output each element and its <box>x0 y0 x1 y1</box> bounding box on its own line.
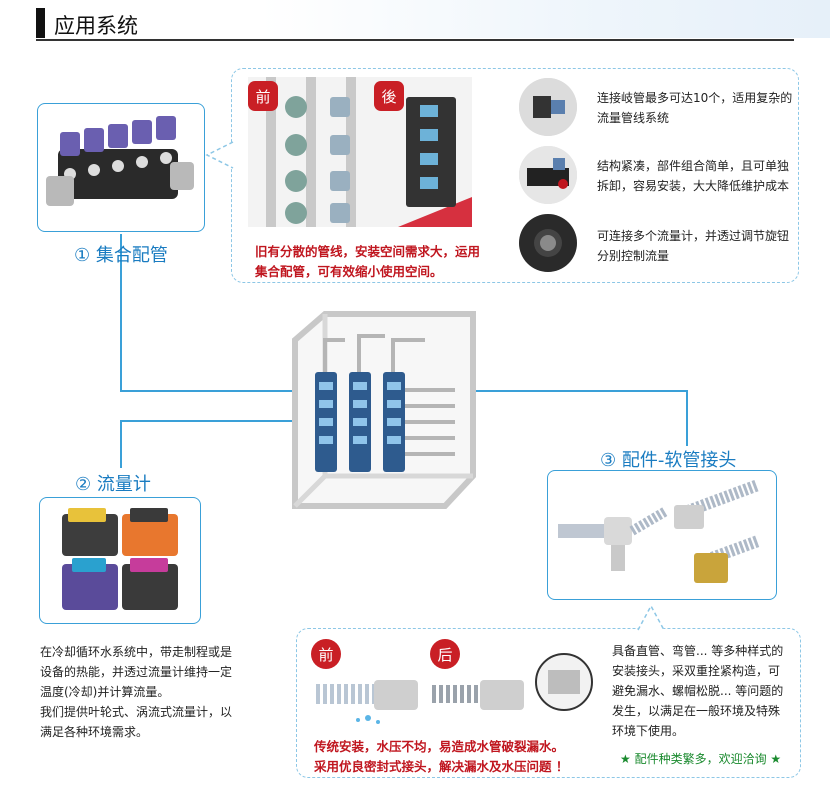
manifold-image <box>46 116 194 206</box>
after-badge: 后 <box>430 639 460 669</box>
feature-photo-assembly <box>519 146 577 204</box>
before-badge: 前 <box>311 639 341 669</box>
fittings-desc-line: 避免漏水、螺帽松脱... 等问题的 <box>612 684 784 698</box>
contact-note: ★ 配件种类繁多，欢迎洽询 ★ <box>620 752 782 766</box>
fittings-caption-line2: 采用优良密封式接头，解决漏水及水压问题 ！ <box>314 759 569 774</box>
connector-line <box>686 390 688 446</box>
fittings-caption: 传统安装，水压不均，易造成水管破裂漏水。 采用优良密封式接头，解决漏水及水压问题… <box>314 737 568 777</box>
flowmeter-desc-line: 在冷却循环水系统中，带走制程或是 <box>40 645 233 659</box>
feature-3-line2: 分别控制流量 <box>597 249 670 263</box>
fittings-desc-line: 环境下使用。 <box>612 724 685 738</box>
feature-1-line2: 流量管线系统 <box>597 111 670 125</box>
manifold-photo-box <box>37 103 205 232</box>
hose-before-after-image <box>308 636 598 726</box>
manifold-caption: 旧有分散的管线，安装空间需求大，运用 集合配管，可有效缩小使用空间。 <box>255 242 480 282</box>
connector-line <box>120 420 460 422</box>
feature-2-line1: 结构紧凑，部件组合简单，且可单独 <box>597 159 790 173</box>
flowmeter-image <box>62 508 178 610</box>
header-divider <box>36 39 794 41</box>
before-after-image <box>248 77 472 227</box>
flowmeter-desc-line: 满足各种环境需求。 <box>40 725 149 739</box>
fittings-desc-line: 具备直管、弯管... 等多种样式的 <box>612 644 784 658</box>
flowmeter-description: 在冷却循环水系统中，带走制程或是 设备的热能，并透过流量计维持一定 温度(冷却)… <box>40 642 232 742</box>
system-rack-image <box>285 300 485 522</box>
feature-text-3: 可连接多个流量计，并透过调节旋钮 分别控制流量 <box>597 226 789 266</box>
manifold-caption-line1: 旧有分散的管线，安装空间需求大，运用 <box>255 244 481 259</box>
header-background <box>260 0 830 38</box>
section-label-flowmeter: ② 流量计 <box>75 474 151 495</box>
page-title: 应用系统 <box>54 14 138 38</box>
section-label-fittings: ③ 配件-软管接头 <box>600 450 737 471</box>
flowmeter-photo-box <box>39 497 201 624</box>
feature-2-line2: 拆卸，容易安装，大大降低维护成本 <box>597 179 790 193</box>
feature-text-1: 连接岐管最多可达10个，适用复杂的 流量管线系统 <box>597 88 792 128</box>
flowmeter-desc-line: 设备的热能，并透过流量计维持一定 <box>40 665 233 679</box>
fittings-image <box>558 479 761 583</box>
callout-pointer <box>637 604 665 631</box>
after-badge: 後 <box>374 81 404 111</box>
flowmeter-desc-line: 温度(冷却)并计算流量。 <box>40 685 170 699</box>
feature-1-line1: 连接岐管最多可达10个，适用复杂的 <box>597 91 793 105</box>
header-bar <box>36 8 45 38</box>
fittings-desc-line: 发生，以满足在一般环境及特殊 <box>612 704 781 718</box>
callout-pointer <box>205 141 234 169</box>
feature-3-line1: 可连接多个流量计，并透过调节旋钮 <box>597 229 790 243</box>
feature-photo-knob <box>519 214 577 272</box>
section-label-manifold: ① 集合配管 <box>74 245 168 266</box>
feature-photo-valve <box>519 78 577 136</box>
fittings-photo-box <box>547 470 777 600</box>
connector-line <box>120 234 122 392</box>
before-badge: 前 <box>248 81 278 111</box>
flowmeter-desc-line: 我们提供叶轮式、涡流式流量计，以 <box>40 705 233 719</box>
connector-line <box>120 420 122 468</box>
manifold-caption-line2: 集合配管，可有效缩小使用空间。 <box>255 264 443 279</box>
fittings-desc-line: 安装接头，采双重拴紧构造，可 <box>612 664 781 678</box>
fittings-description: 具备直管、弯管... 等多种样式的 安装接头，采双重拴紧构造，可 避免漏水、螺帽… <box>612 641 783 741</box>
fittings-caption-line1: 传统安装，水压不均，易造成水管破裂漏水。 <box>314 739 565 754</box>
feature-text-2: 结构紧凑，部件组合简单，且可单独 拆卸，容易安装，大大降低维护成本 <box>597 156 789 196</box>
